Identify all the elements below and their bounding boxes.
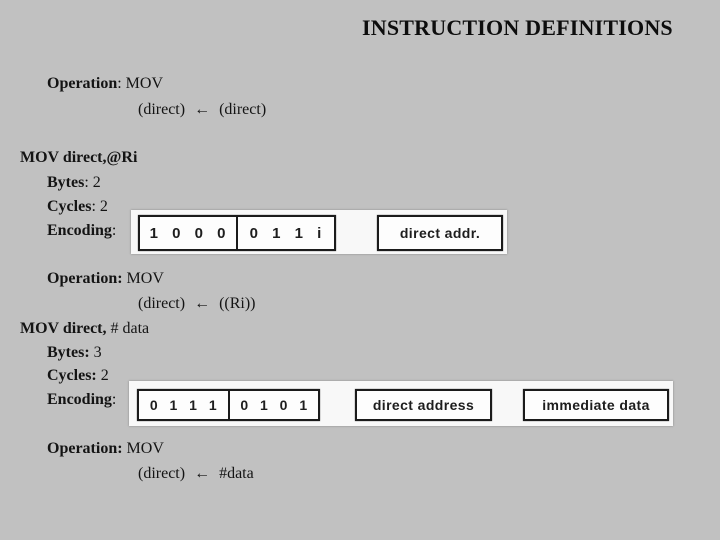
operand-box-direct-addr: direct addr. xyxy=(377,215,503,251)
opcode-high-nibble: 1 0 0 0 xyxy=(149,224,231,242)
opcode-bit-field-2: 0 1 1 1 0 1 0 1 xyxy=(137,389,320,421)
instruction-mnemonic: MOV direct,@Ri xyxy=(20,149,138,166)
opcode-bit-field-1: 1 0 0 0 0 1 1 i xyxy=(138,215,336,251)
encoding-line-2: Encoding: xyxy=(47,391,116,408)
bytes-label: Bytes: xyxy=(47,344,90,361)
encoding-label: Encoding xyxy=(47,222,112,239)
bytes-value: : 2 xyxy=(84,174,101,191)
bytes-line-2: Bytes: 3 xyxy=(47,344,102,361)
bytes-label: Bytes xyxy=(47,174,85,191)
encoding-colon: : xyxy=(111,391,117,408)
operation-expression-2: (direct) ← ((Ri)) xyxy=(138,295,256,312)
bytes-value: 3 xyxy=(89,344,102,361)
operation-expression-3: (direct) ← #data xyxy=(138,465,254,482)
opcode-low-nibble: 0 1 0 1 xyxy=(227,391,319,419)
instruction-operand: # data xyxy=(106,320,150,337)
operation-line-1: Operation: MOV xyxy=(47,75,163,92)
operation-value: : MOV xyxy=(117,75,163,92)
operation-label: Operation: xyxy=(47,440,123,457)
encoding-line-1: Encoding: xyxy=(47,222,116,239)
operation-line-3: Operation: MOV xyxy=(47,440,164,457)
operation-value: MOV xyxy=(122,270,164,287)
encoding-colon: : xyxy=(111,222,117,239)
instruction-mnemonic: MOV direct, xyxy=(20,320,107,337)
instruction-heading-1: MOV direct,@Ri xyxy=(20,149,137,166)
operation-label: Operation: xyxy=(47,270,123,287)
operation-expression-1: (direct) ← (direct) xyxy=(138,101,267,118)
cycles-line-1: Cycles: 2 xyxy=(47,198,108,215)
operation-label: Operation xyxy=(47,75,118,92)
operation-value: MOV xyxy=(122,440,164,457)
operand-box-immediate-data: immediate data xyxy=(523,389,669,421)
cycles-line-2: Cycles: 2 xyxy=(47,367,109,384)
bytes-line-1: Bytes: 2 xyxy=(47,174,101,191)
cycles-value: 2 xyxy=(96,367,109,384)
cycles-label: Cycles xyxy=(47,198,92,215)
encoding-label: Encoding xyxy=(47,391,112,408)
operand-box-direct-address: direct address xyxy=(355,389,492,421)
operation-line-2: Operation: MOV xyxy=(47,270,164,287)
cycles-label: Cycles: xyxy=(47,367,97,384)
opcode-high-nibble: 0 1 1 1 xyxy=(149,397,221,413)
instruction-heading-2: MOV direct, # data xyxy=(20,320,149,337)
cycles-value: : 2 xyxy=(91,198,108,215)
encoding-diagram-2: 0 1 1 1 0 1 0 1 direct address immediate… xyxy=(129,381,673,426)
page-title: INSTRUCTION DEFINITIONS xyxy=(362,15,673,40)
encoding-diagram-1: 1 0 0 0 0 1 1 i direct addr. xyxy=(131,210,507,254)
opcode-low-nibble: 0 1 1 i xyxy=(236,217,334,249)
